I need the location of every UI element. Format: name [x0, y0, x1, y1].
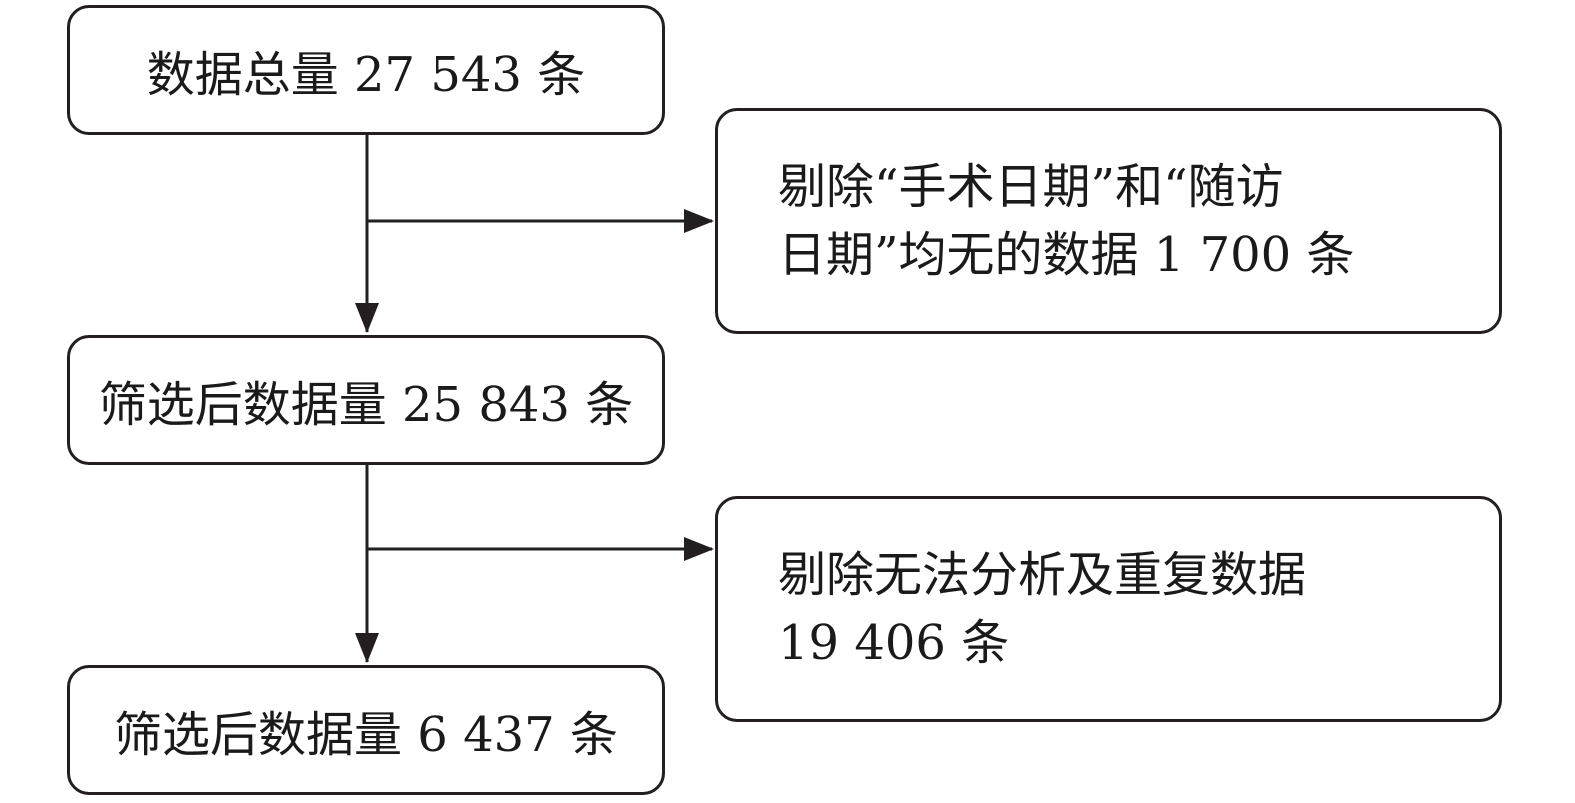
- node-filtered-records-2: 筛选后数据量 6 437 条: [67, 665, 665, 795]
- node-filtered-records-2-label: 筛选后数据量 6 437 条: [114, 707, 618, 763]
- arrowhead-filtered-1: [355, 303, 379, 333]
- node-exclude-unanalyzable-duplicates-line-2: 19 406 条: [778, 615, 1010, 671]
- node-exclude-unanalyzable-duplicates: 剔除无法分析及重复数据 19 406 条: [715, 496, 1502, 722]
- arrowhead-exclude-1: [684, 209, 714, 233]
- node-total-records-label: 数据总量 27 543 条: [146, 47, 586, 103]
- node-exclude-missing-dates-line-2: 日期”均无的数据 1 700 条: [778, 227, 1355, 283]
- arrowhead-exclude-2: [684, 537, 714, 561]
- node-filtered-records-1: 筛选后数据量 25 843 条: [67, 335, 665, 465]
- node-exclude-missing-dates-text: 剔除“手术日期”和“随访 日期”均无的数据 1 700 条: [778, 153, 1354, 289]
- node-total-records: 数据总量 27 543 条: [67, 5, 665, 135]
- node-exclude-unanalyzable-duplicates-line-1: 剔除无法分析及重复数据: [778, 547, 1307, 603]
- node-filtered-records-1-label: 筛选后数据量 25 843 条: [98, 377, 634, 433]
- node-exclude-missing-dates-line-1: 剔除“手术日期”和“随访: [778, 159, 1284, 215]
- arrowhead-filtered-2: [355, 633, 379, 663]
- node-exclude-missing-dates: 剔除“手术日期”和“随访 日期”均无的数据 1 700 条: [715, 108, 1502, 334]
- node-exclude-unanalyzable-duplicates-text: 剔除无法分析及重复数据 19 406 条: [778, 541, 1306, 677]
